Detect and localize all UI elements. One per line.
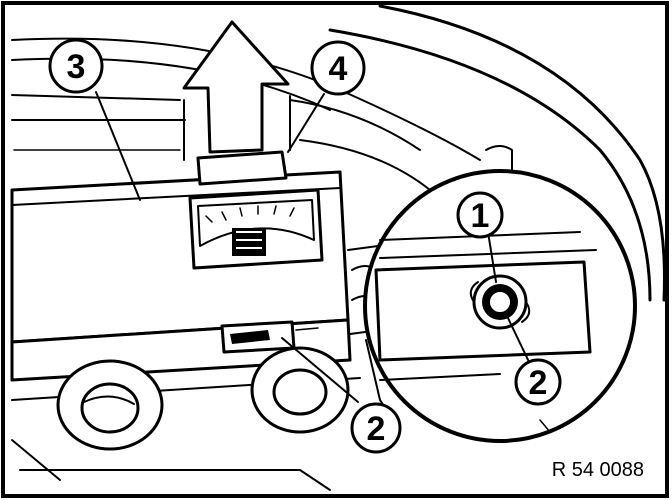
gauge-meter (188, 188, 324, 270)
drive-post (183, 95, 291, 186)
callout-1: 1 (456, 191, 504, 239)
callout-3-label: 3 (67, 48, 86, 86)
callout-2-main: 2 (350, 402, 402, 454)
callout-3: 3 (48, 38, 104, 94)
round-knobs (56, 346, 350, 451)
upward-arrow (182, 20, 290, 154)
reference-code: R 54 0088 (552, 459, 644, 481)
magnified-detail (363, 169, 637, 443)
callout-1-label: 1 (471, 197, 490, 235)
callout-2-detail-label: 2 (529, 364, 548, 402)
leader-lines (95, 91, 531, 403)
callout-4: 4 (310, 40, 366, 96)
callout-2-main-label: 2 (367, 410, 386, 448)
callout-4-label: 4 (329, 50, 348, 88)
callout-2-detail: 2 (514, 358, 562, 406)
